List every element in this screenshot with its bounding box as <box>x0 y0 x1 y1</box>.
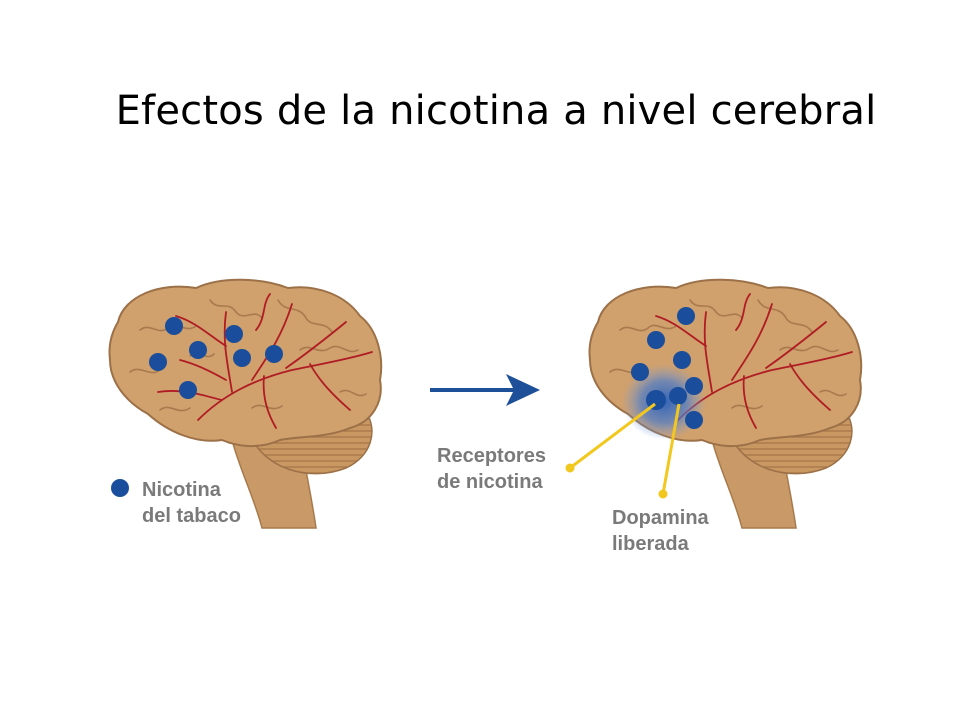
nicotine-dot <box>647 331 665 349</box>
nicotine-dot <box>685 411 703 429</box>
dopamine-callout <box>658 403 681 499</box>
brain-before <box>108 278 383 529</box>
nicotine-dot <box>233 349 251 367</box>
receptors-label-line2: de nicotina <box>437 471 543 493</box>
receptors-callout <box>565 402 656 473</box>
nicotine-dot <box>165 317 183 335</box>
nicotine-dot <box>631 363 649 381</box>
nicotine-dot <box>646 390 666 410</box>
nicotine-dot <box>673 351 691 369</box>
transition-arrow <box>430 374 540 406</box>
nicotine-dots <box>631 307 703 429</box>
nicotine-dot <box>669 387 687 405</box>
nicotine-dot <box>265 345 283 363</box>
nicotine-dot <box>685 377 703 395</box>
brain-after <box>588 278 863 529</box>
nicotine-dots <box>149 317 283 399</box>
dopamine-label-line1: Dopamina <box>612 507 710 529</box>
slide-title: Efectos de la nicotina a nivel cerebral <box>115 88 877 134</box>
legend-label-line1: Nicotina <box>142 479 222 501</box>
nicotine-dot <box>149 353 167 371</box>
nicotine-dot <box>677 307 695 325</box>
nicotine-dot <box>225 325 243 343</box>
dopamine-label-line2: liberada <box>612 533 690 555</box>
legend-label-line2: del tabaco <box>142 505 241 527</box>
nicotine-dot <box>189 341 207 359</box>
legend-dot <box>111 479 129 497</box>
receptors-label-line1: Receptores <box>437 445 546 467</box>
nicotine-dot <box>179 381 197 399</box>
